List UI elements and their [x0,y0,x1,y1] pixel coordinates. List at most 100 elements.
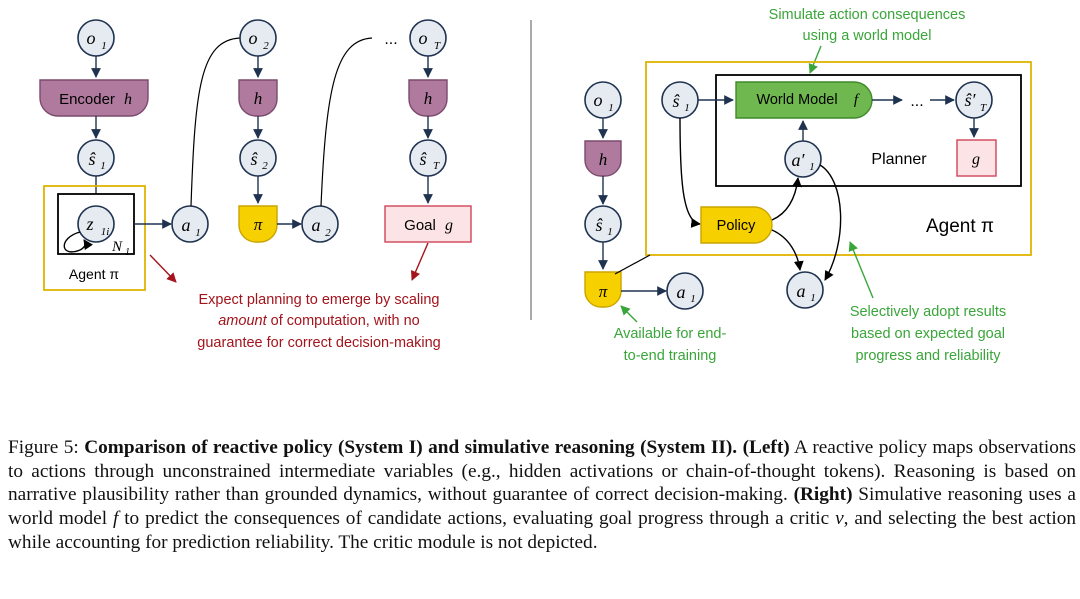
caption-title: Comparison of reactive policy (System I)… [84,437,738,458]
right-world-model-math: f [854,92,860,108]
caption-left-tag: (Left) [742,437,790,458]
caption-right-text-1: Simulative reasoning uses a world model [8,484,1076,530]
left-policy-pi-label: π [254,215,263,234]
right-panel: Simulate action consequences using a wor… [584,7,1032,364]
right-simulate-note: Simulate action consequences using a wor… [769,7,966,44]
right-select-note-line2: based on expected goal [851,326,1005,342]
left-encoder-math: h [124,91,132,108]
right-agent-box [645,61,1032,256]
left-action-a1-node: a 1 [171,205,209,243]
left-state-s2-sub: 2 [262,160,268,172]
left-hT-node: h [408,79,448,117]
left-state-sT-label: ŝ [419,149,427,169]
right-policy-node: Policy [700,206,773,244]
right-pi-node: π [584,271,622,308]
left-state-s1-node: ŝ 1 [77,139,115,177]
right-h-node: h [584,140,622,177]
right-action-a1-sub: 1 [690,293,696,305]
left-state-s1-sub: 1 [100,160,106,172]
left-loop-label: N [111,239,123,255]
caption-math-f: f [112,508,119,530]
left-ellipsis: ... [384,31,397,48]
left-obs-o1-label: o [87,28,96,48]
svg-text:o: o [87,28,96,48]
caption-right-text-3: , and selecting the best action while ac… [8,508,1076,553]
right-h-label: h [599,150,608,169]
left-state-s2-label: ŝ [250,149,258,169]
left-agent-label: Agent π [69,266,119,282]
right-planner-label: Planner [871,151,927,168]
right-pi-label: π [599,282,608,301]
left-obs-oT-label: o [419,28,428,48]
left-goal-node: Goal g [384,205,472,243]
right-available-note: Available for end- to-end training [614,326,727,364]
right-obs-o1-label: o [594,90,603,110]
right-action-prime-label: a′ [792,150,806,170]
right-agent-label: Agent π [926,216,994,237]
left-note-line2-em: amount [218,313,267,329]
figure-caption: Figure 5: Comparison of reactive policy … [8,436,1076,555]
right-obs-o1-sub: 1 [608,102,614,114]
caption-right-tag: (Right) [793,484,853,506]
right-state-sT-node: ŝ′ T [955,81,993,119]
left-agent-box [43,185,146,291]
right-action-out-label: a [797,281,806,301]
left-state-sT-node: ŝ T [409,139,447,177]
left-obs-oT-node: o T [409,19,447,57]
right-simulate-note-line2: using a world model [803,28,932,44]
left-obs-oT-sub: T [434,40,441,52]
left-panel: o 1 Encoder h ŝ 1 z 1i N 1 Agent π [39,19,472,351]
right-select-note-line1: Selectively adopt results [850,304,1006,320]
right-state-sT-label: ŝ′ [965,90,977,110]
left-action-a1-sub: 1 [195,227,201,239]
right-available-note-line2: to-end training [624,348,717,364]
right-action-out-node: a 1 [786,271,824,309]
left-a2-to-oT-link [320,37,373,207]
caption-math-v: v [835,508,844,530]
left-encoder-node: Encoder h [39,79,149,117]
right-state-s1-label: ŝ [595,215,603,235]
left-encoder-label: Encoder [59,91,115,108]
right-action-prime-sub: 1 [809,161,815,173]
left-goal-math: g [445,217,453,234]
right-available-note-line1: Available for end- [614,326,727,342]
figure-5-diagram: o 1 Encoder h ŝ 1 z 1i N 1 Agent π [39,7,1032,364]
left-latent-label: z [85,214,93,234]
right-action-out-sub: 1 [810,292,816,304]
right-planner-state-sub: 1 [684,102,690,114]
right-state-s1-node: ŝ 1 [584,205,622,243]
right-state-sT-sub: T [980,102,987,114]
left-latent-node: z 1i [77,205,115,243]
right-ellipsis: ... [910,93,923,110]
left-action-a2-label: a [312,215,321,235]
right-simulate-note-line1: Simulate action consequences [769,7,966,23]
left-state-s1-label: ŝ [88,149,96,169]
right-policy-label: Policy [717,218,756,234]
left-note-line1: Expect planning to emerge by scaling [198,292,439,308]
left-note-line2-rest: of computation, with no [267,313,420,329]
left-action-a2-node: a 2 [301,205,339,243]
left-obs-o2-sub: 2 [263,40,269,52]
caption-left-text: A reactive policy maps observations to a… [8,437,1076,506]
right-planner-state-node: ŝ 1 [661,81,699,119]
left-action-a2-sub: 2 [325,227,331,239]
right-planner-state-label: ŝ [672,91,680,111]
right-world-model-node: World Model f [735,81,873,119]
left-planning-note: Expect planning to emerge by scaling amo… [197,292,440,351]
right-goal-node: g [956,139,997,177]
right-action-a1-node: a 1 [666,272,704,310]
left-state-s2-node: ŝ 2 [239,139,277,177]
left-a1-to-o2-link [190,37,241,207]
right-select-note: Selectively adopt results based on expec… [850,304,1006,364]
left-policy-pi-node: π [238,205,278,243]
left-latent-sub: 1i [101,226,110,238]
left-h2-label: h [254,89,263,108]
left-h2-node: h [238,79,278,117]
caption-figure-label: Figure 5: [8,437,79,458]
caption-right-text-2: to predict the consequences of candidate… [118,508,836,530]
right-state-s1-sub: 1 [607,226,613,238]
left-latent-loop-arrow [63,231,93,253]
right-action-a1-label: a [677,282,686,302]
right-action-prime-node: a′ 1 [784,140,822,178]
right-obs-o1-node: o 1 [584,81,622,119]
